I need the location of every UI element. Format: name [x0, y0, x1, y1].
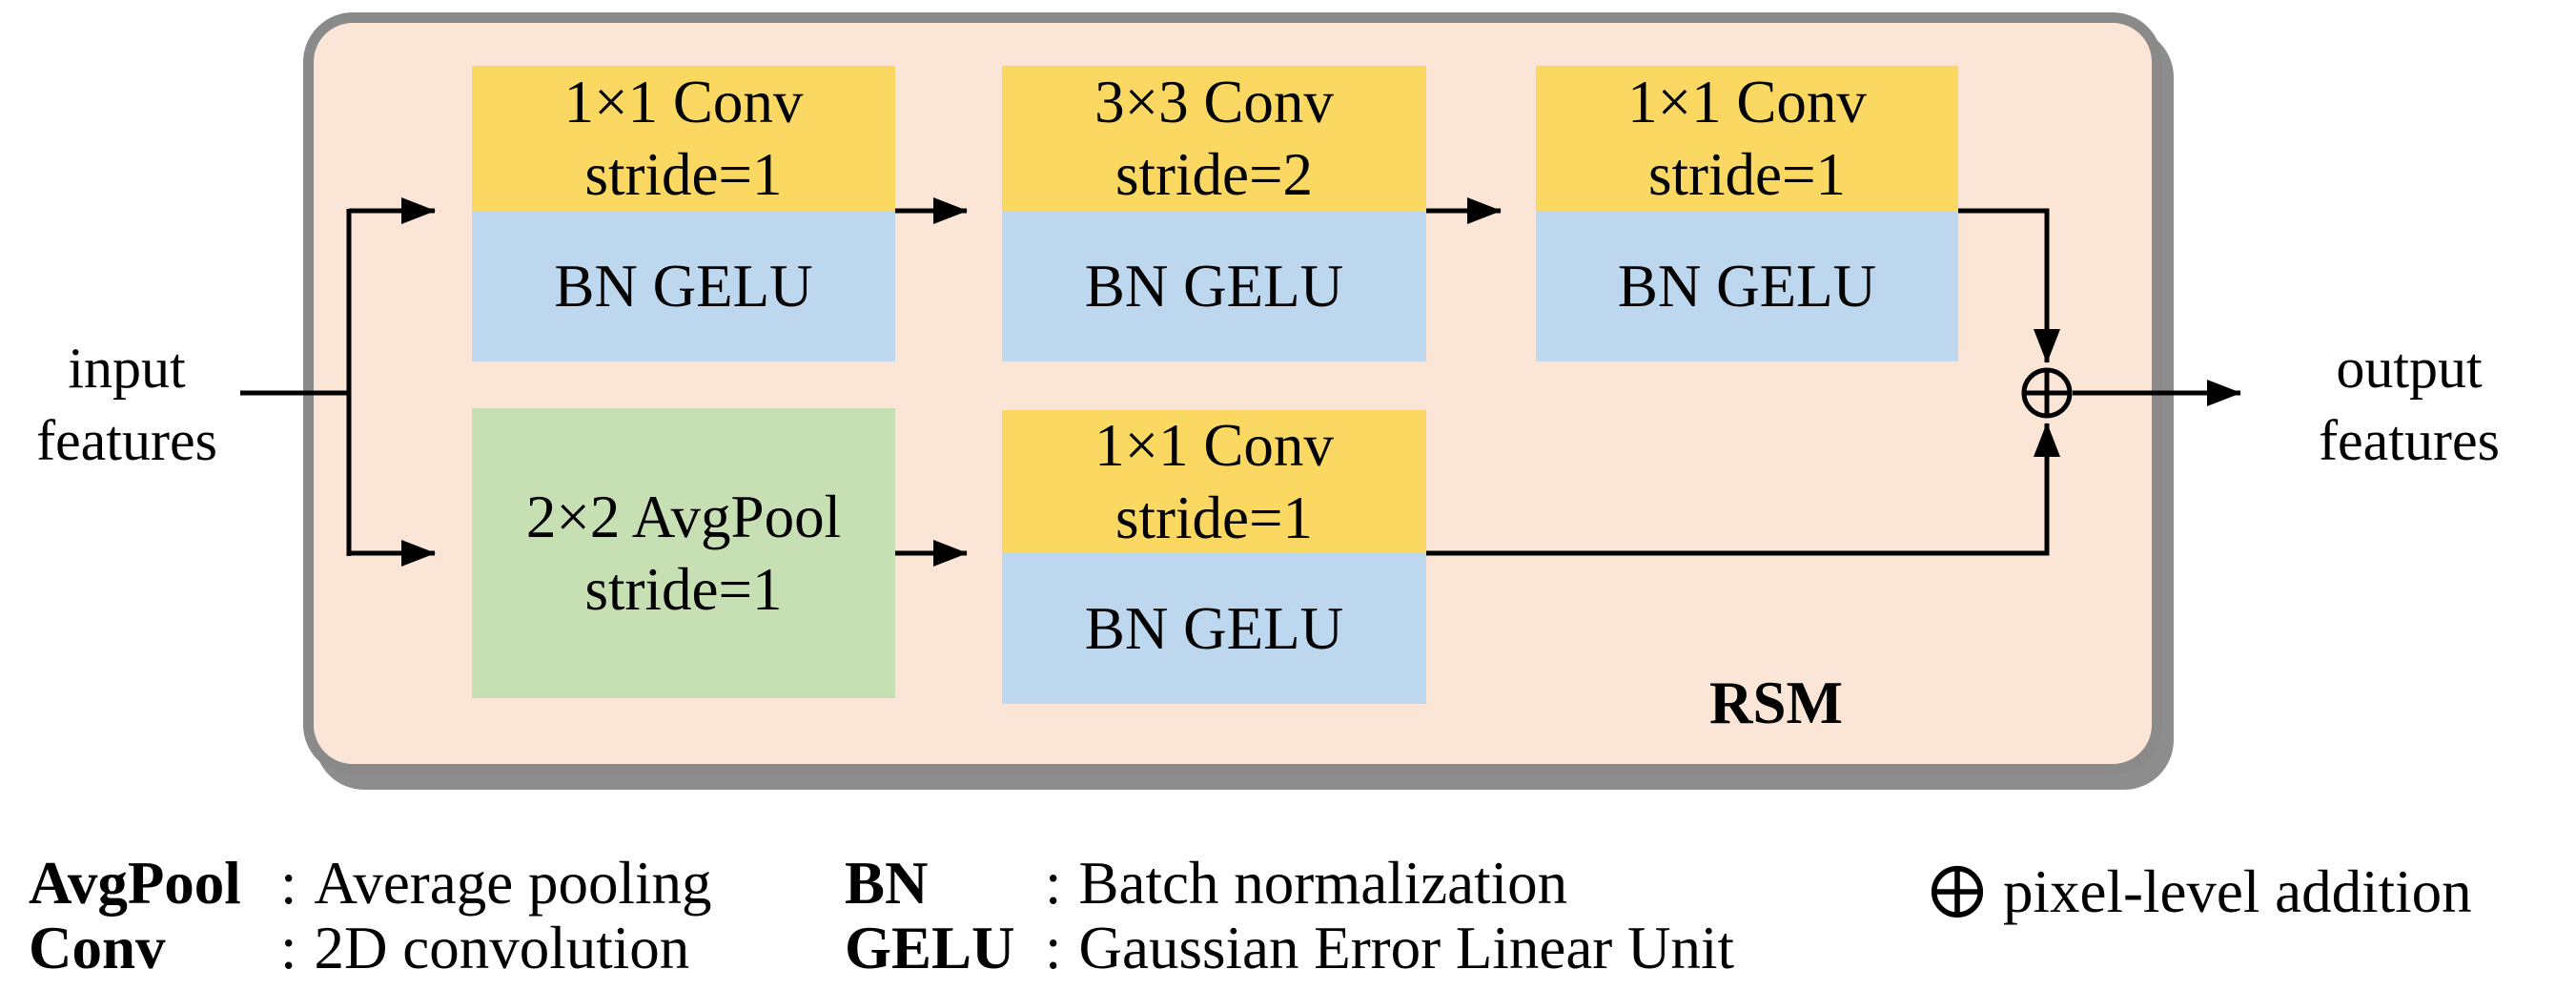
conv-op-label: 1×1 Conv	[1094, 412, 1334, 479]
conv-stride-label: stride=1	[1648, 141, 1846, 208]
bn-gelu-label: BN GELU	[1536, 211, 1958, 361]
bn-gelu-label: BN GELU	[472, 211, 895, 361]
conv-op-section: 1×1 Conv stride=1	[1536, 66, 1958, 211]
legend-row-bn: BN:Batch normalization	[845, 853, 1567, 914]
avgpool-section: 2×2 AvgPool stride=1	[472, 408, 895, 698]
conv-stride-label: stride=1	[584, 141, 783, 208]
legend-def-addition: pixel-level addition	[2003, 858, 2472, 925]
legend-def-avgpool: Average pooling	[314, 850, 712, 917]
conv-op-section: 1×1 Conv stride=1	[472, 66, 895, 211]
avgpool-stride-label: stride=1	[584, 556, 783, 623]
input-features-label: input features	[10, 332, 244, 477]
block-conv-1x1-b: 1×1 Conv stride=1 BN GELU	[1536, 66, 1958, 361]
legend-colon: :	[280, 915, 297, 981]
legend-term-gelu: GELU	[845, 915, 1015, 981]
block-conv-3x3: 3×3 Conv stride=2 BN GELU	[1002, 66, 1426, 361]
legend-term-conv: Conv	[29, 915, 166, 981]
conv-op-label: 1×1 Conv	[563, 69, 804, 135]
block-conv-1x1-a: 1×1 Conv stride=1 BN GELU	[472, 66, 895, 361]
block-conv-1x1-c: 1×1 Conv stride=1 BN GELU	[1002, 410, 1426, 704]
conv-op-section: 3×3 Conv stride=2	[1002, 66, 1426, 211]
conv-op-section: 1×1 Conv stride=1	[1002, 410, 1426, 553]
conv-stride-label: stride=1	[1115, 485, 1313, 551]
output-label-line1: output	[2336, 337, 2483, 400]
legend-row-conv: Conv:2D convolution	[29, 918, 689, 979]
input-label-line2: features	[36, 409, 217, 472]
conv-stride-label: stride=2	[1115, 141, 1313, 208]
legend-row-addition: pixel-level addition	[1931, 861, 2472, 922]
legend-colon: :	[1045, 850, 1062, 917]
input-label-line1: input	[68, 337, 186, 400]
bn-gelu-label: BN GELU	[1002, 211, 1426, 361]
bn-gelu-label: BN GELU	[1002, 553, 1426, 704]
module-name-label: RSM	[1709, 670, 1843, 736]
output-label-line2: features	[2319, 409, 2500, 472]
conv-op-label: 3×3 Conv	[1094, 69, 1334, 135]
circled-plus-icon	[1931, 865, 1984, 918]
block-avgpool: 2×2 AvgPool stride=1	[472, 408, 895, 698]
legend-term-bn: BN	[845, 850, 929, 917]
output-features-label: output features	[2288, 332, 2530, 477]
avgpool-op-label: 2×2 AvgPool	[525, 484, 842, 550]
legend-def-bn: Batch normalization	[1078, 850, 1568, 917]
legend-def-conv: 2D convolution	[314, 915, 690, 981]
conv-op-label: 1×1 Conv	[1627, 69, 1867, 135]
legend-def-gelu: Gaussian Error Linear Unit	[1078, 915, 1735, 981]
legend-row-avgpool: AvgPool: Average pooling	[29, 853, 711, 914]
legend-colon: :	[280, 850, 297, 917]
legend-term-avgpool: AvgPool	[29, 850, 241, 917]
legend-row-gelu: GELU:Gaussian Error Linear Unit	[845, 918, 1734, 979]
legend-colon: :	[1045, 915, 1062, 981]
